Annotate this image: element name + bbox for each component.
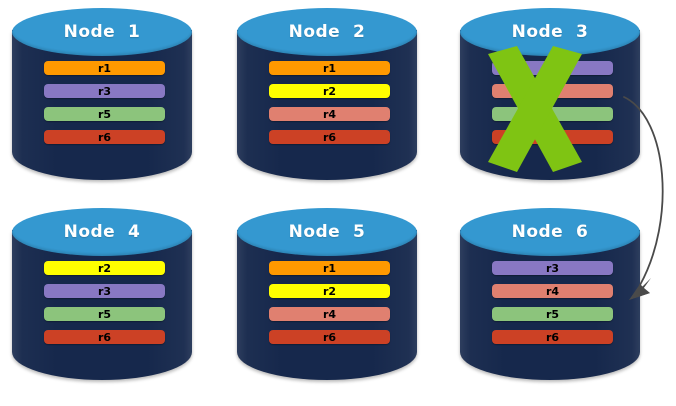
record-bar[interactable]: r4: [269, 107, 390, 121]
node-5[interactable]: Node 5 r1 r2 r4 r6: [237, 208, 417, 386]
record-bar[interactable]: r3: [492, 261, 613, 275]
node-4-cylinder-top: [12, 208, 192, 256]
record-bar[interactable]: r6: [492, 330, 613, 344]
node-4[interactable]: Node 4 r2 r3 r5 r6: [12, 208, 192, 386]
record-bar[interactable]: r3: [492, 61, 613, 75]
node-1[interactable]: Node 1 r1 r3 r5 r6: [12, 8, 192, 186]
node-3-records: r3 r4 r5 r6: [492, 61, 613, 153]
record-bar[interactable]: r4: [269, 307, 390, 321]
node-2[interactable]: Node 2 r1 r2 r4 r6: [237, 8, 417, 186]
node-6-records: r3 r4 r5 r6: [492, 261, 613, 353]
node-2-records: r1 r2 r4 r6: [269, 61, 390, 153]
node-4-records: r2 r3 r5 r6: [44, 261, 165, 353]
record-bar[interactable]: r2: [269, 84, 390, 98]
record-bar[interactable]: r5: [44, 107, 165, 121]
node-5-label: Node 5: [288, 222, 366, 242]
node-1-records: r1 r3 r5 r6: [44, 61, 165, 153]
node-5-cylinder-top: [237, 208, 417, 256]
node-6[interactable]: Node 6 r3 r4 r5 r6: [460, 208, 640, 386]
node-3-label: Node 3: [511, 22, 589, 42]
node-2-cylinder-top: [237, 8, 417, 56]
record-bar[interactable]: r6: [492, 130, 613, 144]
record-bar[interactable]: r1: [269, 261, 390, 275]
record-bar[interactable]: r6: [44, 330, 165, 344]
record-bar[interactable]: r6: [269, 330, 390, 344]
node-3[interactable]: Node 3 r3 r4 r5 r6: [460, 8, 640, 186]
node-4-label: Node 4: [63, 222, 141, 242]
node-5-records: r1 r2 r4 r6: [269, 261, 390, 353]
record-bar[interactable]: r5: [44, 307, 165, 321]
record-bar[interactable]: r1: [269, 61, 390, 75]
node-6-label: Node 6: [511, 222, 589, 242]
node-6-cylinder-top: [460, 208, 640, 256]
node-1-label: Node 1: [63, 22, 141, 42]
record-bar[interactable]: r6: [269, 130, 390, 144]
record-bar[interactable]: r3: [44, 284, 165, 298]
record-bar[interactable]: r5: [492, 107, 613, 121]
record-bar[interactable]: r4: [492, 84, 613, 98]
record-bar[interactable]: r6: [44, 130, 165, 144]
record-bar[interactable]: r3: [44, 84, 165, 98]
record-bar[interactable]: r2: [44, 261, 165, 275]
record-bar[interactable]: r2: [269, 284, 390, 298]
record-bar[interactable]: r1: [44, 61, 165, 75]
record-bar[interactable]: r5: [492, 307, 613, 321]
record-bar[interactable]: r4: [492, 284, 613, 298]
node-2-label: Node 2: [288, 22, 366, 42]
node-1-cylinder-top: [12, 8, 192, 56]
